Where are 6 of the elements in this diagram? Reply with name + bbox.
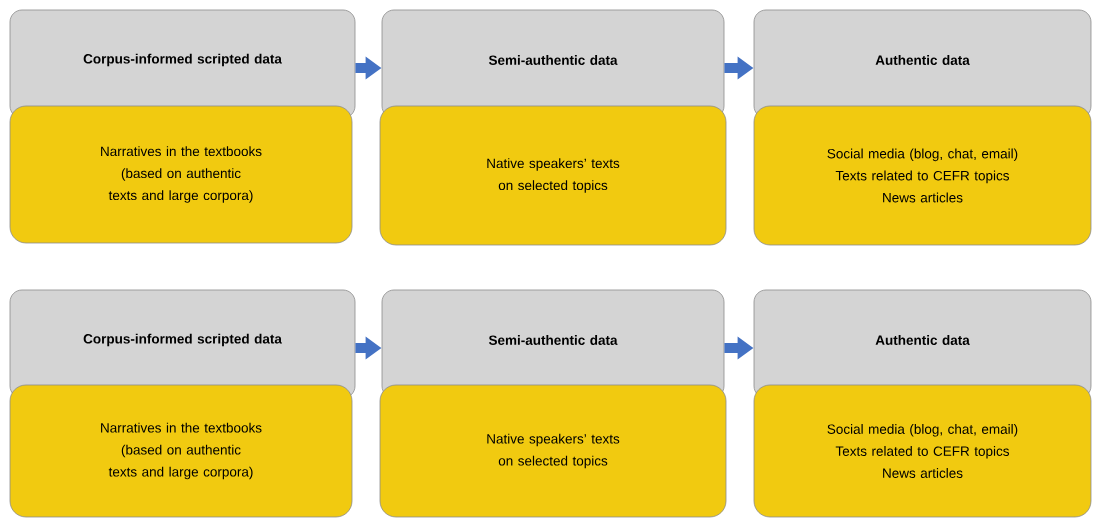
content-box: Narratives in the textbooks (based on authentic texts and large corpora) [9, 105, 353, 244]
content-box: Social media (blog, chat, email) Texts related to CEFR topics News articles [753, 384, 1092, 518]
content-box: Social media (blog, chat, email) Texts related to CEFR topics News articles [753, 105, 1092, 246]
content-box: Native speakers’ texts on selected topics [379, 384, 727, 518]
content-box: Narratives in the textbooks (based on authentic texts and large corpora) [9, 384, 353, 518]
content-box: Native speakers’ texts on selected topics [379, 105, 727, 246]
